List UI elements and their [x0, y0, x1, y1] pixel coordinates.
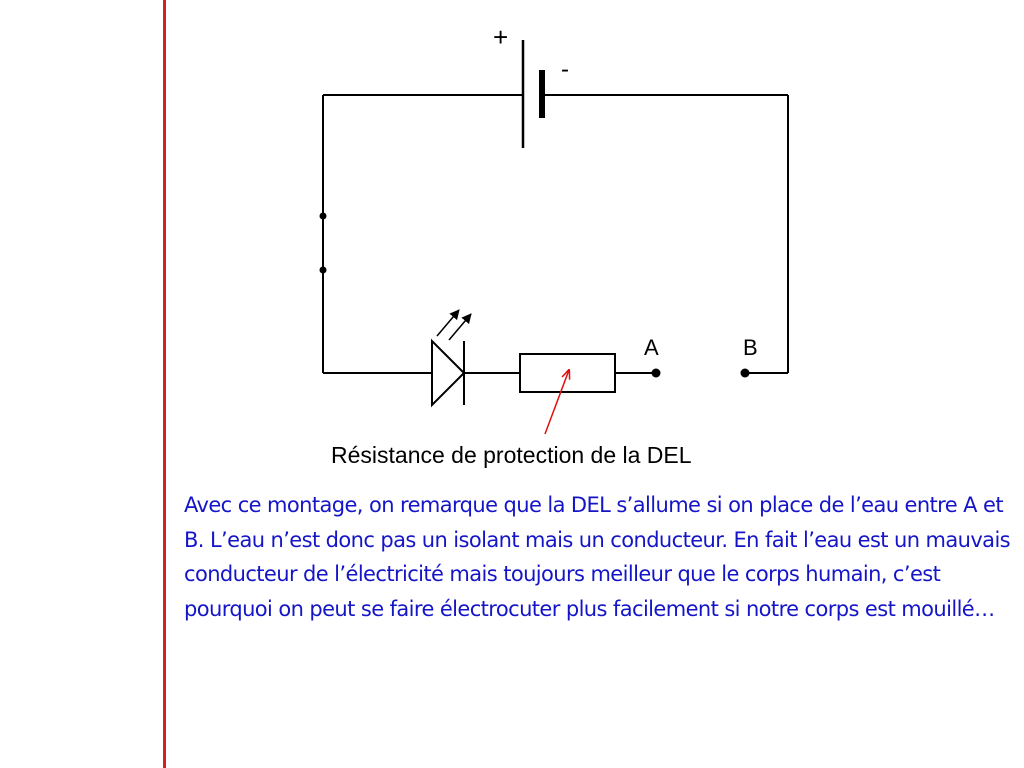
- point-a-dot: [651, 368, 661, 378]
- switch-contact-bottom: [319, 266, 327, 274]
- led-light-arrow-1: [436, 309, 460, 337]
- point-a-label: A: [644, 335, 659, 360]
- battery-minus-label: -: [561, 56, 569, 83]
- battery-plus-label: +: [493, 22, 509, 52]
- explanation-paragraph: Avec ce montage, on remarque que la DEL …: [184, 493, 1011, 621]
- resistor-caption: Résistance de protection de la DEL: [331, 442, 692, 468]
- led-diode-triangle: [431, 338, 466, 408]
- caption-pointer-arrow: [544, 370, 569, 435]
- point-b-label: B: [743, 335, 758, 360]
- point-b-dot: [740, 368, 750, 378]
- led-light-arrow-2: [448, 313, 472, 341]
- margin-line: [163, 0, 166, 768]
- switch-contact-top: [319, 212, 327, 220]
